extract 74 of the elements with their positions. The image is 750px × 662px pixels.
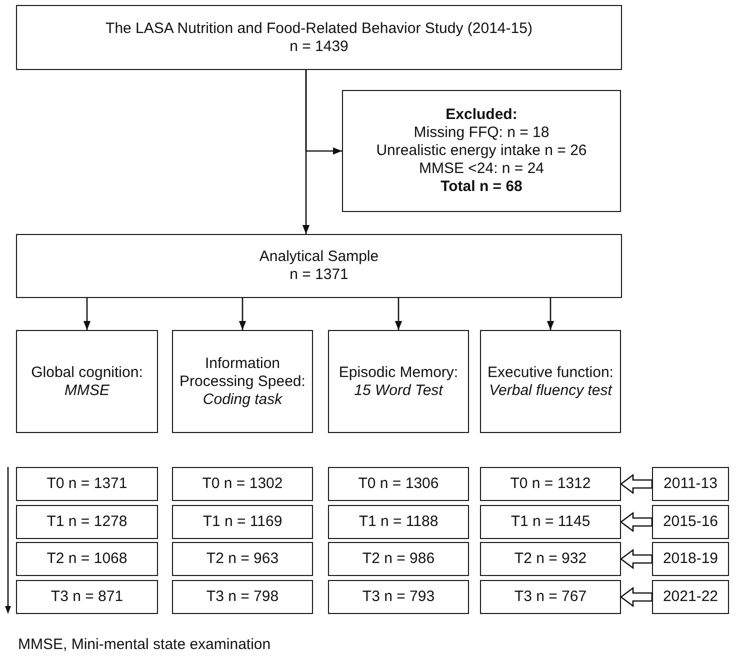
bold-heading: Excluded: [446, 106, 518, 124]
outcome-text: Coding task [202, 390, 282, 408]
period-text: 2011-13 [664, 475, 718, 493]
period-box [652, 580, 729, 614]
outcome-text: Information Processing Speed: [178, 354, 306, 390]
footnote: MMSE, Mini-mental state examination [18, 636, 271, 653]
bold-heading: Total n = 68 [440, 178, 522, 196]
count-text: T3 n = 767 [514, 588, 587, 606]
period-box [652, 505, 729, 539]
sample-box [16, 234, 622, 298]
exclusion-text: MMSE <24: n = 24 [418, 160, 544, 178]
count-text: T0 n = 1306 [358, 475, 439, 493]
count-text: T2 n = 932 [514, 550, 587, 568]
outcome-text: Executive function: [488, 364, 614, 382]
period-text: 2015-16 [662, 513, 718, 531]
count-text: T2 n = 1068 [46, 550, 128, 568]
count-box [16, 580, 158, 614]
outcome-text: 15 Word Test [354, 382, 443, 400]
period-text: 2018-19 [662, 550, 718, 568]
outcome-text: Global cognition: [31, 364, 143, 382]
block-arrow [620, 512, 653, 532]
block-arrow [620, 548, 653, 570]
count-box [328, 505, 469, 539]
outcome-text: Episodic Memory: [338, 364, 458, 382]
count-box [480, 542, 621, 576]
count-text: T0 n = 1312 [510, 475, 591, 493]
count-text: T1 n = 1188 [358, 513, 438, 531]
outcome-box [480, 330, 621, 433]
count-box [480, 467, 621, 501]
count-box [480, 505, 621, 539]
study-title: The LASA Nutrition and Food-Related Behavior Study (2014-15) [106, 20, 532, 38]
count-box [16, 542, 158, 576]
arrow [546, 298, 554, 330]
period-box [652, 467, 729, 501]
period-text: 2021-22 [662, 588, 718, 606]
exclusion-text: Missing FFQ: n = 18 [414, 124, 550, 142]
count-text: T1 n = 1169 [202, 513, 282, 531]
count-box [16, 467, 158, 501]
count-text: T0 n = 1371 [46, 475, 128, 493]
arrow [305, 70, 342, 155]
count-text: T2 n = 986 [362, 550, 435, 568]
count-text: T3 n = 798 [206, 588, 279, 606]
count-box [16, 505, 158, 539]
study-title: n = 1439 [290, 38, 348, 56]
outcome-box [328, 330, 469, 433]
count-text: T3 n = 871 [50, 588, 124, 606]
count-text: T1 n = 1278 [46, 513, 128, 531]
count-box [172, 580, 313, 614]
count-box [172, 542, 313, 576]
outcome-text: Verbal fluency test [489, 382, 612, 400]
outcome-text: MMSE [64, 382, 110, 400]
count-text: T3 n = 793 [362, 588, 435, 606]
count-box [480, 580, 621, 614]
period-box [652, 542, 729, 576]
sample-title: Analytical Sample [259, 248, 379, 266]
study-box [16, 5, 622, 70]
outcome-box [172, 330, 313, 433]
arrow [238, 298, 246, 330]
arrow [394, 298, 402, 330]
count-text: T2 n = 963 [206, 550, 279, 568]
block-arrow [620, 586, 653, 608]
count-box [172, 467, 313, 501]
count-text: T0 n = 1302 [202, 475, 283, 493]
arrow [83, 298, 91, 330]
count-text: T1 n = 1145 [510, 513, 590, 531]
count-box [328, 580, 469, 614]
exclusion-box [342, 90, 621, 212]
count-box [328, 467, 469, 501]
block-arrow [620, 474, 653, 494]
count-box [328, 542, 469, 576]
sample-title: n = 1371 [290, 266, 348, 284]
exclusion-text: Unrealistic energy intake n = 26 [376, 142, 587, 160]
outcome-box [16, 330, 158, 433]
count-box [172, 505, 313, 539]
